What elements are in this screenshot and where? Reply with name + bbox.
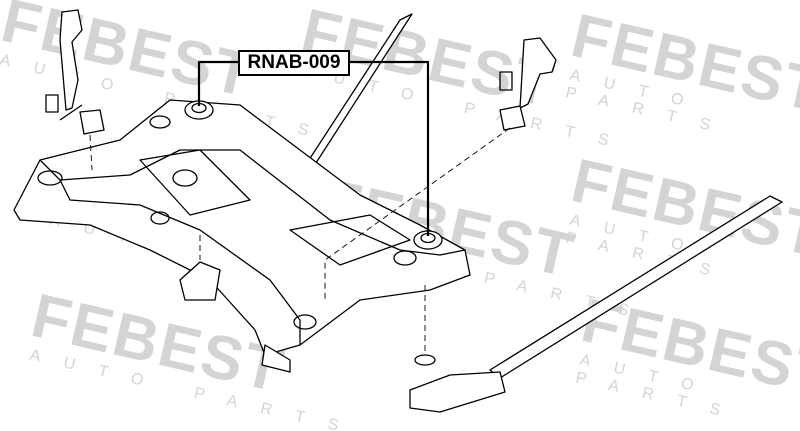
- tie-bar-lower: [409, 195, 783, 413]
- leader-lines: [197, 60, 430, 236]
- part-number-label: RNAB-009: [238, 50, 350, 76]
- engine-mount-right: [499, 37, 557, 131]
- front-mount-foot-right: [261, 344, 291, 373]
- assembly-lines: [89, 127, 511, 352]
- subframe-body: [13, 99, 471, 356]
- front-mount-foot-left: [179, 261, 221, 301]
- engine-mount-left: [45, 9, 105, 135]
